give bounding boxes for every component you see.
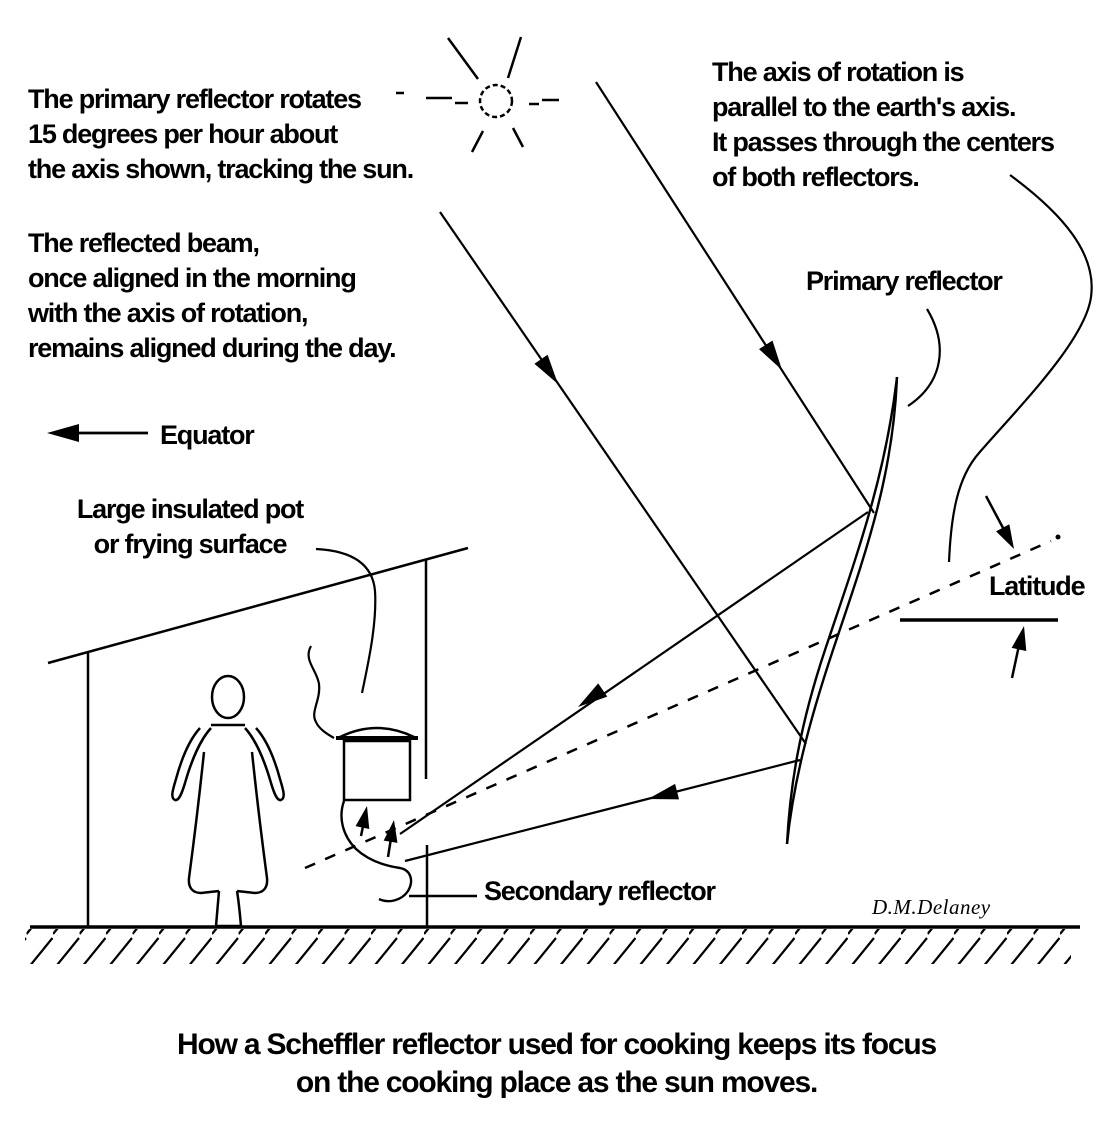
- latitude-label: Latitude: [989, 571, 1086, 601]
- pot-label-line2: or frying surface: [93, 529, 288, 559]
- cooking-pot: [307, 645, 418, 802]
- primary-reflector-shape: [785, 376, 899, 845]
- annotation-axis-line4: of both reflectors.: [712, 162, 920, 192]
- person-head: [210, 674, 246, 720]
- roof-line: [47, 546, 469, 665]
- reflected-beam-upper-arrowhead-icon: [578, 683, 608, 707]
- secondary-reflector-shape: [340, 800, 477, 903]
- reflected-beam-lower: [404, 758, 801, 863]
- ground-hatching: [25, 929, 1071, 964]
- annotation-axis-line3: It passes through the centers: [712, 127, 1055, 157]
- signature: D.M.Delaney: [872, 895, 991, 919]
- annotation-beam-line4: remains aligned during the day.: [28, 333, 397, 363]
- pot-label: Large insulated pot or frying surface: [40, 492, 340, 562]
- axis-of-rotation-line: [304, 534, 1061, 870]
- pot-body: [342, 739, 412, 802]
- primary-reflector-leader-curve: [907, 308, 941, 407]
- caption-line1: How a Scheffler reflector used for cooki…: [177, 1028, 937, 1061]
- annotation-tracking: The primary reflector rotates 15 degrees…: [28, 82, 414, 187]
- sun-ray-left-arrowhead-icon: [534, 354, 558, 384]
- house-structure: [47, 546, 469, 927]
- person-figure: [171, 674, 285, 928]
- sun-ray-right: [595, 81, 875, 514]
- reflected-beam-upper: [399, 511, 869, 835]
- sun-icon: [396, 36, 559, 153]
- annotation-axis-line2: parallel to the earth's axis.: [712, 92, 1016, 122]
- equator-arrow: [47, 424, 148, 442]
- latitude-markers: [900, 495, 1058, 679]
- annotation-beam-line2: once aligned in the morning: [28, 263, 357, 293]
- secondary-up-arrowhead-left-icon: [355, 806, 370, 829]
- sun-ray-left: [439, 211, 807, 745]
- pot-label-line1: Large insulated pot: [76, 494, 304, 524]
- equator-label: Equator: [160, 420, 255, 450]
- ground: [25, 925, 1080, 964]
- reflected-beam-lower-arrowhead-icon: [648, 783, 680, 800]
- annotation-tracking-line2: 15 degrees per hour about: [28, 119, 338, 149]
- annotation-beam: The reflected beam, once aligned in the …: [28, 226, 397, 366]
- latitude-upper-arrowhead-icon: [996, 524, 1014, 549]
- pot-label-leader-curve: [315, 547, 377, 694]
- annotation-tracking-line1: The primary reflector rotates: [28, 84, 362, 114]
- primary-reflector-label: Primary reflector: [806, 266, 1003, 296]
- right-post: [424, 559, 429, 927]
- caption: How a Scheffler reflector used for cooki…: [0, 1026, 1113, 1102]
- annotation-axis: The axis of rotation is parallel to the …: [712, 55, 1055, 195]
- sun-ray-right-arrowhead-icon: [759, 340, 782, 370]
- annotation-beam-line1: The reflected beam,: [28, 228, 260, 258]
- annotation-tracking-line3: the axis shown, tracking the sun.: [28, 154, 414, 184]
- secondary-reflector-label: Secondary reflector: [484, 876, 716, 906]
- annotation-axis-line1: The axis of rotation is: [712, 57, 965, 87]
- secondary-up-arrowhead-right-icon: [383, 820, 398, 843]
- caption-line2: on the cooking place as the sun moves.: [295, 1066, 818, 1099]
- annotation-beam-line3: with the axis of rotation,: [28, 298, 309, 328]
- equator-arrowhead-icon: [47, 424, 79, 442]
- latitude-lower-arrowhead-icon: [1011, 626, 1027, 652]
- pot-dome: [339, 726, 415, 739]
- smoke-squiggle: [307, 645, 335, 739]
- axis-annotation-leader-curve: [947, 174, 1093, 563]
